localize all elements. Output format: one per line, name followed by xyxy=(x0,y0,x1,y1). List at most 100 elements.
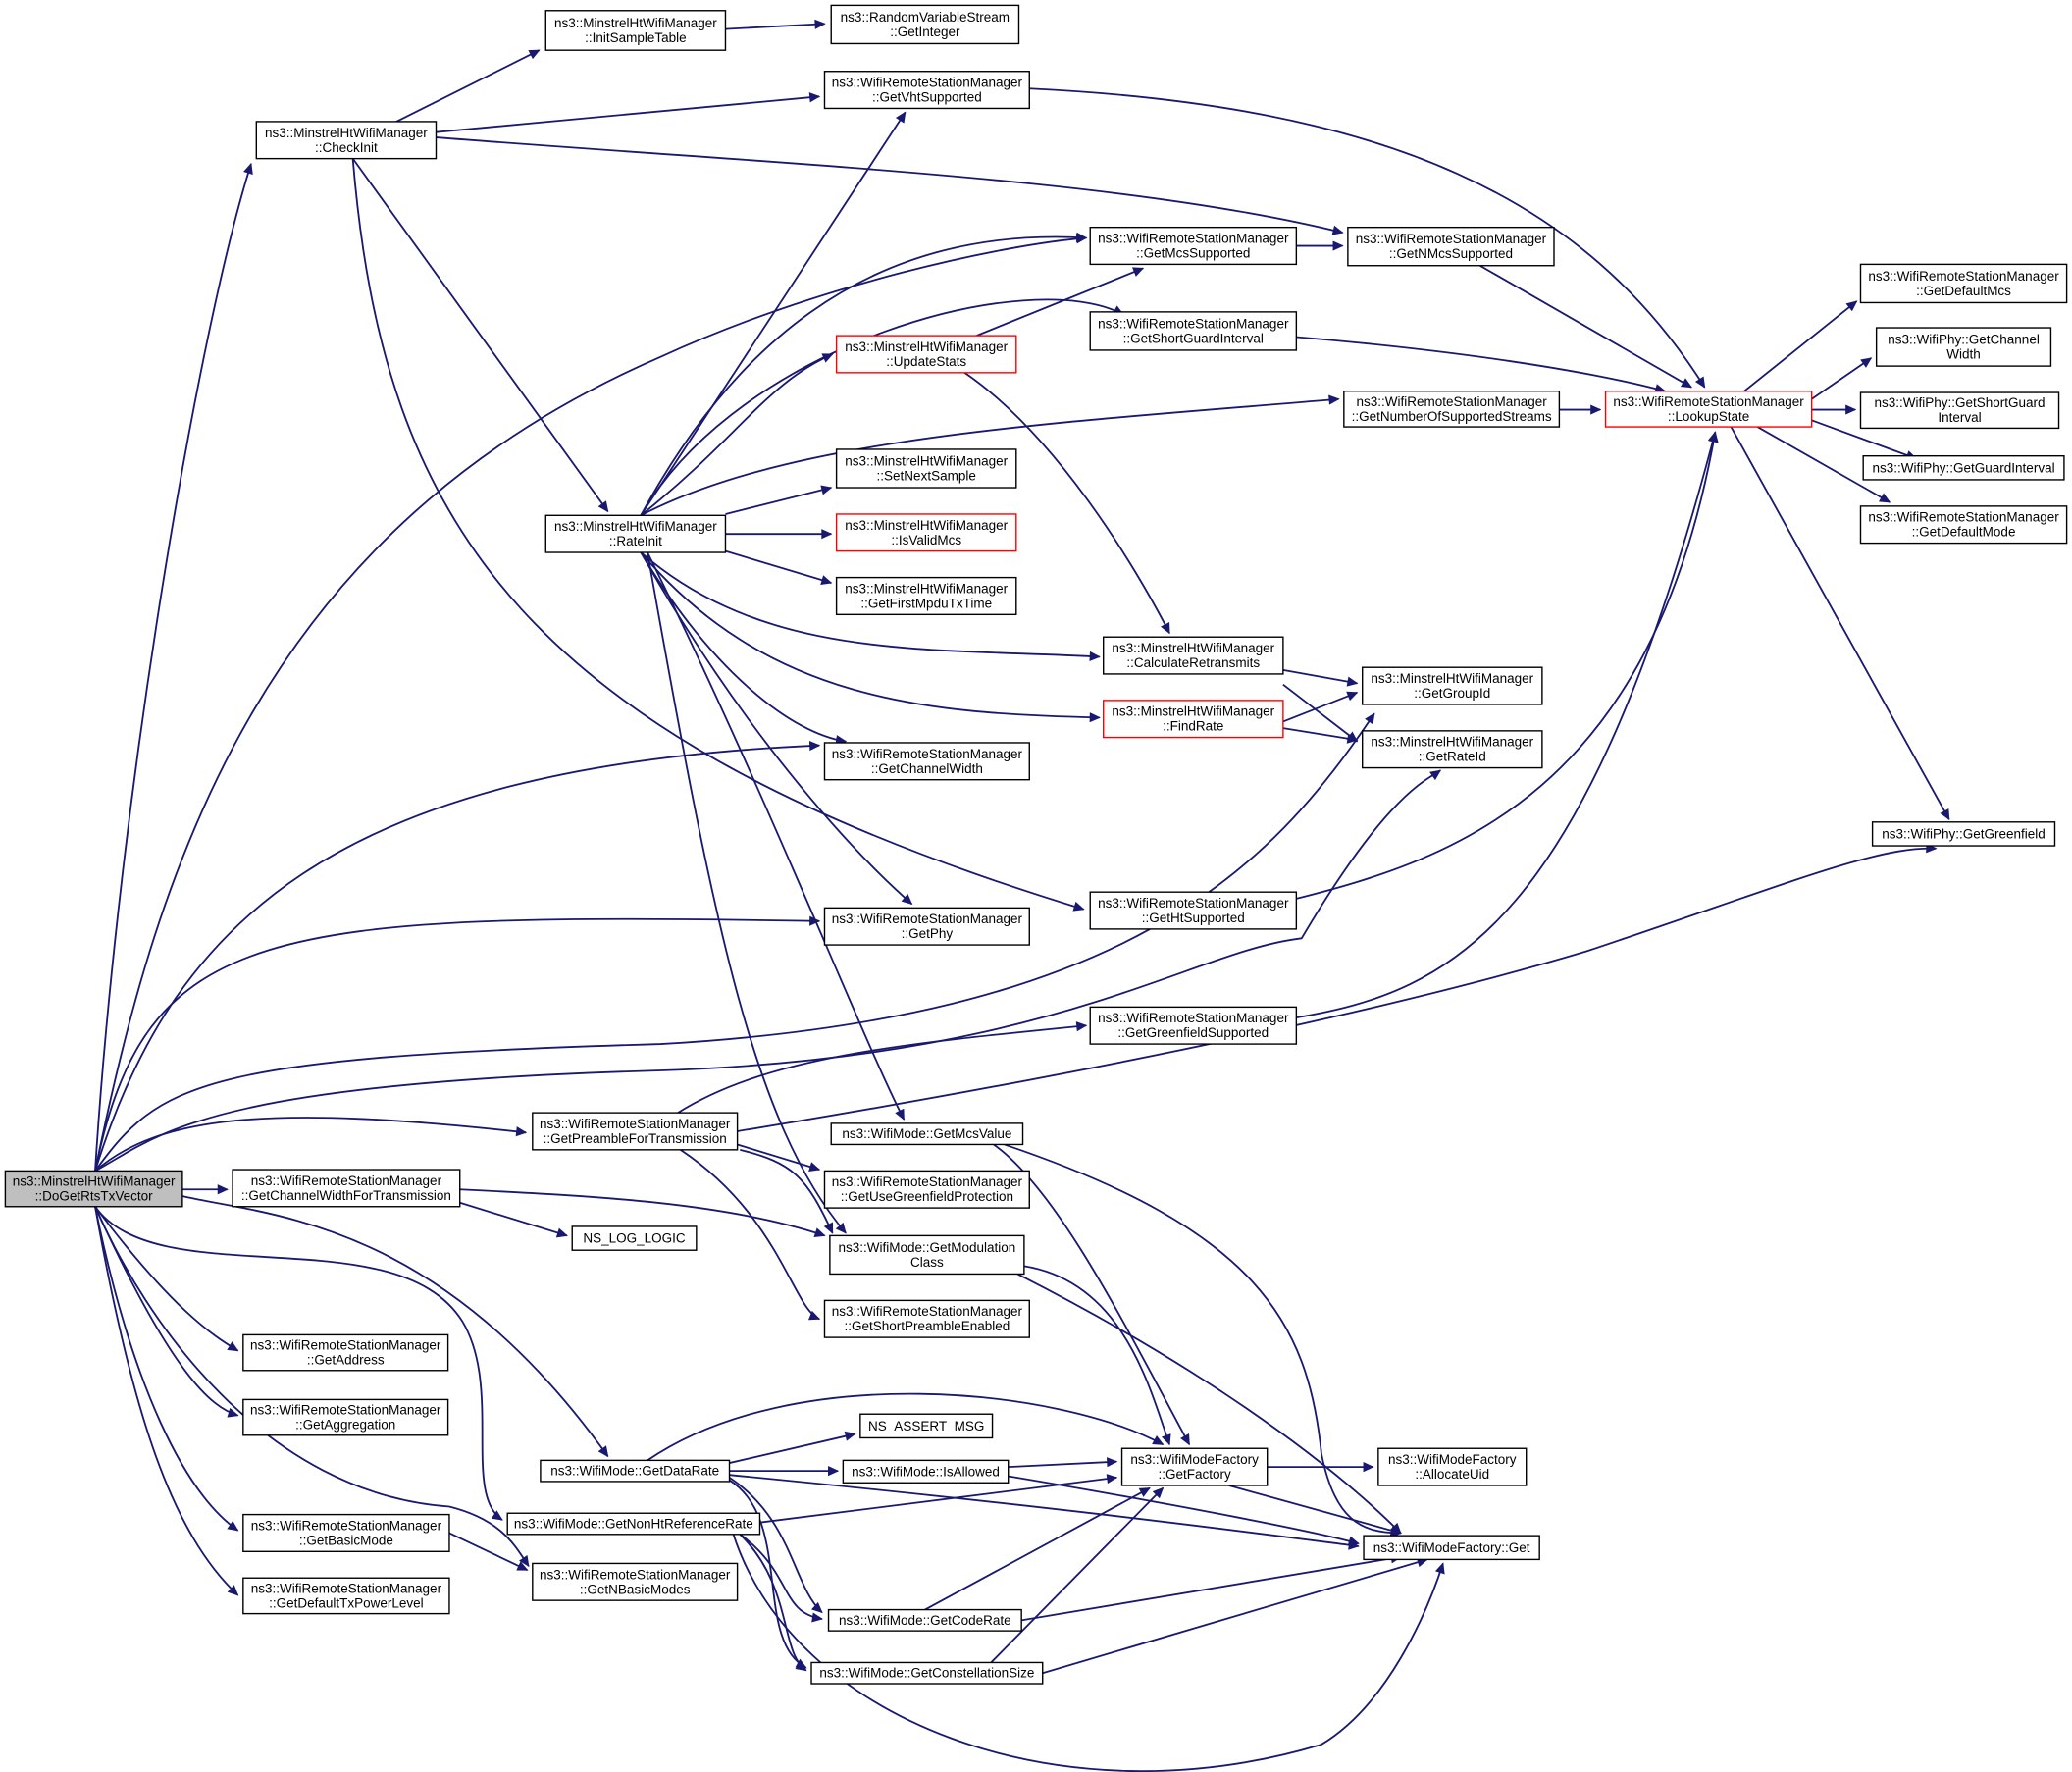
node-calculate-retransmits[interactable]: ns3::MinstrelHtWifiManager::CalculateRet… xyxy=(1102,636,1284,675)
node-label: ::RateInit xyxy=(609,534,662,548)
node-get-constellation-size[interactable]: ns3::WifiMode::GetConstellationSize xyxy=(810,1661,1044,1685)
node-lookup-state[interactable]: ns3::WifiRemoteStationManager::LookupSta… xyxy=(1604,390,1813,428)
node-get-basic-mode[interactable]: ns3::WifiRemoteStationManager::GetBasicM… xyxy=(242,1513,450,1553)
node-set-next-sample[interactable]: ns3::MinstrelHtWifiManager::SetNextSampl… xyxy=(835,448,1017,489)
node-label: ::GetShortGuardInterval xyxy=(1123,331,1264,345)
arrowhead xyxy=(1332,240,1344,251)
node-get-nbasic-modes[interactable]: ns3::WifiRemoteStationManager::GetNBasic… xyxy=(532,1562,739,1601)
node-phy-get-channel-width[interactable]: ns3::WifiPhy::GetChannelWidth xyxy=(1875,327,2052,367)
node-factory-get[interactable]: ns3::WifiModeFactory::Get xyxy=(1363,1535,1540,1561)
node-get-vht-supported[interactable]: ns3::WifiRemoteStationManager::GetVhtSup… xyxy=(823,71,1030,110)
node-get-short-guard-interval[interactable]: ns3::WifiRemoteStationManager::GetShortG… xyxy=(1089,311,1298,351)
arrowhead xyxy=(243,162,253,176)
node-label: ns3::WifiMode::GetCodeRate xyxy=(839,1613,1011,1628)
node-box xyxy=(1120,1447,1269,1486)
arrowhead xyxy=(895,1108,905,1121)
node-get-address[interactable]: ns3::WifiRemoteStationManager::GetAddres… xyxy=(242,1333,449,1372)
node-init-sample-table[interactable]: ns3::MinstrelHtWifiManager::InitSampleTa… xyxy=(544,10,727,51)
call-edge xyxy=(1282,669,1358,685)
node-get-number-of-supported-streams[interactable]: ns3::WifiRemoteStationManager::GetNumber… xyxy=(1343,390,1561,428)
node-get-use-greenfield-protection[interactable]: ns3::WifiRemoteStationManager::GetUseGre… xyxy=(823,1170,1030,1209)
call-edge xyxy=(647,551,906,1121)
arrowhead xyxy=(516,1561,529,1571)
arrowhead xyxy=(1429,769,1442,781)
node-get-greenfield-supported[interactable]: ns3::WifiRemoteStationManager::GetGreenf… xyxy=(1089,1006,1298,1045)
arrowhead xyxy=(813,1227,826,1238)
node-get-default-mode[interactable]: ns3::WifiRemoteStationManager::GetDefaul… xyxy=(1859,505,2068,545)
arrowhead xyxy=(1590,404,1602,415)
node-label: ns3::WifiRemoteStationManager xyxy=(251,1518,442,1533)
node-label: ns3::WifiRemoteStationManager xyxy=(832,747,1023,761)
node-label: ::GetDefaultTxPowerLevel xyxy=(269,1595,424,1610)
call-edge xyxy=(1023,1265,1170,1445)
call-edge xyxy=(94,1206,530,1567)
node-box xyxy=(827,1608,1022,1632)
node-label: ::GetDefaultMode xyxy=(1912,525,2016,540)
node-label: ns3::WifiRemoteStationManager xyxy=(1868,269,2059,284)
call-edge xyxy=(647,551,847,1234)
node-box xyxy=(823,742,1030,781)
node-get-nmcs-supported[interactable]: ns3::WifiRemoteStationManager::GetNMcsSu… xyxy=(1347,226,1555,267)
node-rate-init[interactable]: ns3::MinstrelHtWifiManager::RateInit xyxy=(544,514,727,553)
node-get-greenfield[interactable]: ns3::WifiPhy::GetGreenfield xyxy=(1871,821,2056,847)
node-get-channel-width[interactable]: ns3::WifiRemoteStationManager::GetChanne… xyxy=(823,742,1030,781)
node-label: ::IsValidMcs xyxy=(891,533,961,547)
nodes-layer: ns3::MinstrelHtWifiManager::DoGetRtsTxVe… xyxy=(4,4,2068,1685)
node-label: ns3::MinstrelHtWifiManager xyxy=(1112,641,1274,655)
node-ns-log-logic[interactable]: NS_LOG_LOGIC xyxy=(571,1225,698,1251)
call-edge xyxy=(1021,1555,1401,1622)
node-get-mcs-supported[interactable]: ns3::WifiRemoteStationManager::GetMcsSup… xyxy=(1089,226,1298,266)
node-do-get-rts-tx-vector[interactable]: ns3::MinstrelHtWifiManager::DoGetRtsTxVe… xyxy=(4,1170,183,1208)
node-box xyxy=(1377,1447,1528,1486)
node-phy-get-short-guard-interval[interactable]: ns3::WifiPhy::GetShortGuardInterval xyxy=(1859,391,2060,430)
arrowhead xyxy=(1089,712,1101,723)
node-get-default-mcs[interactable]: ns3::WifiRemoteStationManager::GetDefaul… xyxy=(1859,263,2068,304)
node-get-guard-interval[interactable]: ns3::WifiPhy::GetGuardInterval xyxy=(1862,454,2065,481)
node-is-valid-mcs[interactable]: ns3::MinstrelHtWifiManager::IsValidMcs xyxy=(835,513,1017,552)
node-label: ns3::WifiMode::GetDataRate xyxy=(550,1464,719,1479)
arrowhead xyxy=(491,1510,503,1521)
node-label: ns3::MinstrelHtWifiManager xyxy=(554,519,717,534)
node-find-rate[interactable]: ns3::MinstrelHtWifiManager::FindRate xyxy=(1102,700,1284,739)
node-label: Interval xyxy=(1938,410,1981,425)
node-box xyxy=(1089,226,1298,266)
node-get-integer[interactable]: ns3::RandomVariableStream::GetInteger xyxy=(830,4,1020,45)
node-get-rate-id[interactable]: ns3::MinstrelHtWifiManager::GetRateId xyxy=(1361,730,1543,769)
node-get-aggregation[interactable]: ns3::WifiRemoteStationManager::GetAggreg… xyxy=(242,1398,449,1436)
arrowhead xyxy=(814,19,826,29)
node-get-ht-supported[interactable]: ns3::WifiRemoteStationManager::GetHtSupp… xyxy=(1089,891,1298,930)
node-get-non-ht-reference-rate[interactable]: ns3::WifiMode::GetNonHtReferenceRate xyxy=(506,1512,761,1536)
node-get-short-preamble-enabled[interactable]: ns3::WifiRemoteStationManager::GetShortP… xyxy=(823,1299,1030,1338)
arrowhead xyxy=(821,353,834,363)
node-check-init[interactable]: ns3::MinstrelHtWifiManager::CheckInit xyxy=(255,121,438,160)
node-is-allowed[interactable]: ns3::WifiMode::IsAllowed xyxy=(842,1459,1010,1484)
call-edge xyxy=(976,267,1144,337)
node-get-preamble-for-transmission[interactable]: ns3::WifiRemoteStationManager::GetPreamb… xyxy=(532,1112,739,1151)
node-get-channel-width-for-transmission[interactable]: ns3::WifiRemoteStationManager::GetChanne… xyxy=(232,1169,461,1208)
node-update-stats[interactable]: ns3::MinstrelHtWifiManager::UpdateStats xyxy=(835,335,1017,374)
node-get-group-id[interactable]: ns3::MinstrelHtWifiManager::GetGroupId xyxy=(1361,666,1543,705)
node-label: ns3::MinstrelHtWifiManager xyxy=(13,1174,176,1189)
node-ns-assert-msg[interactable]: NS_ASSERT_MSG xyxy=(859,1413,994,1439)
node-label: ns3::WifiMode::GetConstellationSize xyxy=(819,1666,1034,1681)
node-get-phy[interactable]: ns3::WifiRemoteStationManager::GetPhy xyxy=(823,907,1030,946)
call-edge xyxy=(759,1476,1117,1524)
node-get-default-tx-power-level[interactable]: ns3::WifiRemoteStationManager::GetDefaul… xyxy=(242,1577,450,1615)
node-box xyxy=(232,1169,461,1208)
node-get-mcs-value[interactable]: ns3::WifiMode::GetMcsValue xyxy=(830,1122,1024,1146)
node-box xyxy=(544,10,727,51)
call-edge xyxy=(395,49,540,123)
node-box xyxy=(1089,891,1298,930)
node-label: ::DoGetRtsTxVector xyxy=(35,1189,154,1204)
arrowhead xyxy=(217,1184,229,1195)
node-allocate-uid[interactable]: ns3::WifiModeFactory::AllocateUid xyxy=(1377,1447,1528,1486)
node-get-factory[interactable]: ns3::WifiModeFactory::GetFactory xyxy=(1120,1447,1269,1486)
node-label: ::FindRate xyxy=(1163,719,1223,734)
node-get-first-mpdu-tx-time[interactable]: ns3::MinstrelHtWifiManager::GetFirstMpdu… xyxy=(835,576,1017,616)
node-label: NS_ASSERT_MSG xyxy=(868,1419,984,1433)
node-box xyxy=(830,1122,1024,1146)
node-get-data-rate[interactable]: ns3::WifiMode::GetDataRate xyxy=(540,1459,731,1483)
node-box xyxy=(532,1562,739,1601)
node-get-code-rate[interactable]: ns3::WifiMode::GetCodeRate xyxy=(827,1608,1022,1632)
